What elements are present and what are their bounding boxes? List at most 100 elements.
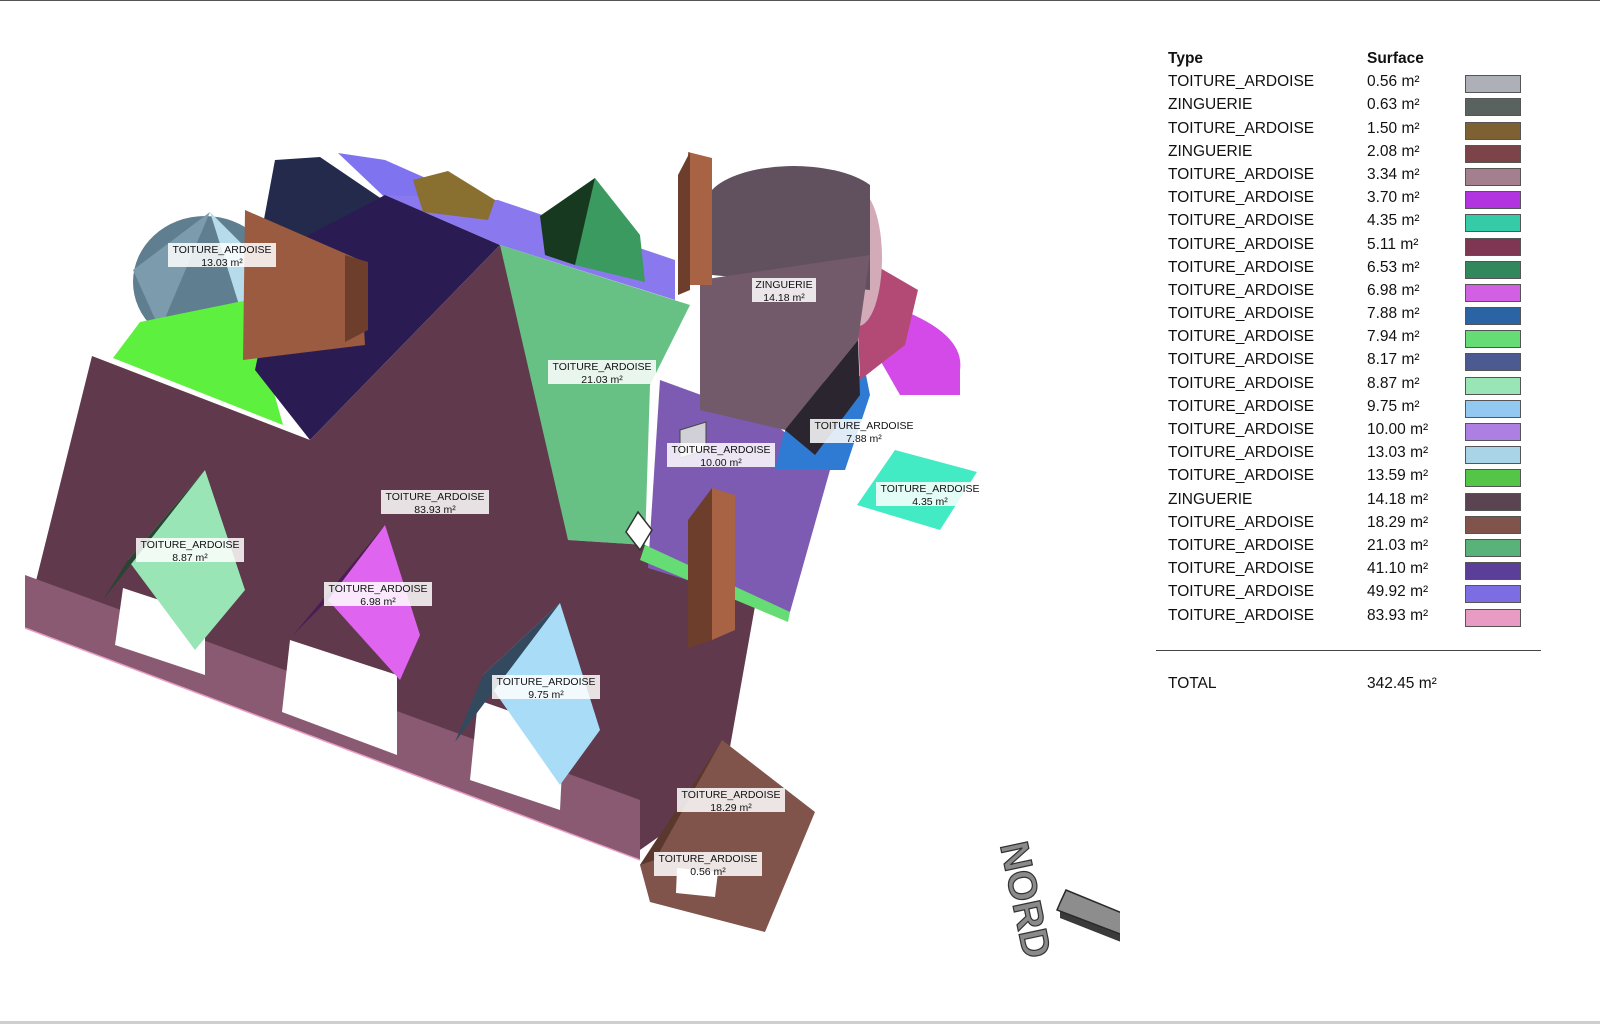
legend-header-type: Type	[1168, 50, 1204, 67]
legend-row-type: TOITURE_ARDOISE	[1168, 258, 1315, 276]
legend-row-type: TOITURE_ARDOISE	[1168, 421, 1315, 438]
legend-row-type: TOITURE_ARDOISE	[1168, 235, 1315, 253]
legend-row: TOITURE_ARDOISE 21.03 m²	[1168, 537, 1558, 560]
legend-row-swatch	[1465, 515, 1521, 534]
legend-row-type: TOITURE_ARDOISE	[1168, 560, 1315, 578]
frame-bottom-border	[0, 1021, 1600, 1024]
legend-row-type: ZINGUERIE	[1168, 490, 1253, 508]
area-label-4-35: TOITURE_ARDOISE 4.35 m²	[876, 482, 984, 508]
legend-row-surface: 21.03 m²	[1367, 536, 1429, 554]
area-label-type: TOITURE_ARDOISE	[386, 491, 485, 503]
legend-row-swatch	[1465, 167, 1521, 186]
legend-row-surface: 8.87 m²	[1367, 374, 1420, 392]
legend-row-swatch	[1465, 330, 1521, 349]
legend-row-swatch	[1465, 608, 1521, 627]
legend-total-row: TOTAL 342.45 m²	[1168, 675, 1558, 699]
legend-header-surface: Surface	[1367, 50, 1424, 67]
area-label-7-88: TOITURE_ARDOISE 7.88 m²	[810, 419, 918, 445]
roof-violet-band	[385, 195, 675, 300]
legend-row: TOITURE_ARDOISE 0.56 m²	[1168, 73, 1558, 96]
legend-row-type: TOITURE_ARDOISE	[1168, 374, 1315, 392]
legend-row-swatch	[1465, 283, 1521, 302]
legend-row-swatch	[1465, 585, 1521, 604]
legend-row-surface: 5.11 m²	[1367, 235, 1419, 253]
area-label-value: 18.29 m²	[710, 802, 752, 814]
area-label-value: 6.98 m²	[360, 596, 396, 608]
compass-arrow-icon	[1056, 889, 1120, 942]
legend-row-surface: 41.10 m²	[1367, 560, 1429, 578]
legend-row-type: TOITURE_ARDOISE	[1168, 444, 1315, 462]
legend-row-type: ZINGUERIE	[1168, 142, 1253, 160]
legend-row-type: TOITURE_ARDOISE	[1168, 281, 1315, 299]
area-label-value: 83.93 m²	[414, 504, 456, 516]
legend-row-swatch	[1465, 260, 1521, 279]
roof-green-left	[113, 300, 283, 425]
area-label-value: 13.03 m²	[201, 257, 243, 269]
legend-row-surface: 13.59 m²	[1367, 467, 1429, 485]
legend-row-swatch	[1465, 376, 1521, 395]
legend-row-swatch	[1465, 191, 1521, 210]
roof-dormer-mint-shadow	[103, 470, 205, 600]
area-label-value: 8.87 m²	[172, 552, 208, 564]
area-label-21-03: TOITURE_ARDOISE 21.03 m²	[548, 360, 656, 386]
area-label-value: 0.56 m²	[690, 866, 726, 878]
area-label-value: 7.88 m²	[846, 433, 882, 445]
legend-row-surface: 18.29 m²	[1367, 513, 1429, 531]
legend-row-surface: 49.92 m²	[1367, 583, 1429, 601]
legend-row-surface: 0.56 m²	[1367, 73, 1420, 91]
legend-row-type: TOITURE_ARDOISE	[1168, 513, 1315, 531]
roof-olive-dormer	[413, 171, 495, 220]
legend-table: Type Surface TOITURE_ARDOISE 0.56 m² ZINGU…	[1168, 50, 1558, 630]
legend-row: TOITURE_ARDOISE 4.35 m²	[1168, 212, 1558, 235]
legend-row: TOITURE_ARDOISE 18.29 m²	[1168, 514, 1558, 537]
area-label-type: TOITURE_ARDOISE	[672, 444, 771, 456]
area-label-type: TOITURE_ARDOISE	[329, 583, 428, 595]
legend-row-surface: 83.93 m²	[1367, 606, 1429, 624]
legend-row-type: TOITURE_ARDOISE	[1168, 536, 1315, 554]
legend-row-surface: 8.17 m²	[1367, 351, 1420, 369]
legend-row-type: TOITURE_ARDOISE	[1168, 397, 1315, 415]
area-label-10-00: TOITURE_ARDOISE 10.00 m²	[667, 443, 775, 469]
legend-row-swatch	[1465, 121, 1521, 140]
roof-dormer-magenta-shadow	[293, 525, 385, 635]
compass-north-indicator: NORD	[991, 837, 1120, 963]
legend-row: TOITURE_ARDOISE 6.98 m²	[1168, 282, 1558, 305]
legend-row-surface: 0.63 m²	[1367, 96, 1420, 114]
legend-row-swatch	[1465, 446, 1521, 465]
legend-row-type: TOITURE_ARDOISE	[1168, 351, 1315, 369]
legend-row-swatch	[1465, 423, 1521, 441]
legend-row: TOITURE_ARDOISE 8.87 m²	[1168, 375, 1558, 398]
legend-row: TOITURE_ARDOISE 41.10 m²	[1168, 560, 1558, 583]
legend-row-type: TOITURE_ARDOISE	[1168, 189, 1315, 207]
legend-row-type: TOITURE_ARDOISE	[1168, 305, 1315, 323]
area-label-14-18: ZINGUERIE 14.18 m²	[752, 278, 816, 304]
legend-row-swatch	[1465, 492, 1521, 511]
legend-row-swatch	[1465, 538, 1521, 557]
legend-row-swatch	[1465, 144, 1521, 163]
legend-row-swatch	[1465, 237, 1521, 256]
area-label-83-93: TOITURE_ARDOISE 83.93 m²	[381, 490, 489, 516]
area-label-9-75: TOITURE_ARDOISE 9.75 m²	[492, 675, 600, 701]
legend-row-surface: 1.50 m²	[1367, 119, 1420, 137]
legend-row-type: TOITURE_ARDOISE	[1168, 606, 1315, 624]
legend-row-swatch	[1465, 98, 1521, 117]
legend-row-surface: 4.35 m²	[1367, 212, 1420, 230]
legend-row: TOITURE_ARDOISE 83.93 m²	[1168, 607, 1558, 630]
legend-row-type: TOITURE_ARDOISE	[1168, 73, 1315, 91]
legend-row-type: TOITURE_ARDOISE	[1168, 212, 1315, 230]
area-label-value: 4.35 m²	[912, 496, 948, 508]
legend-row-type: TOITURE_ARDOISE	[1168, 165, 1315, 183]
legend-row-surface: 6.98 m²	[1367, 281, 1420, 299]
legend-row-surface: 7.94 m²	[1367, 328, 1420, 346]
roof-dormer-lightblue-shadow	[455, 603, 560, 742]
